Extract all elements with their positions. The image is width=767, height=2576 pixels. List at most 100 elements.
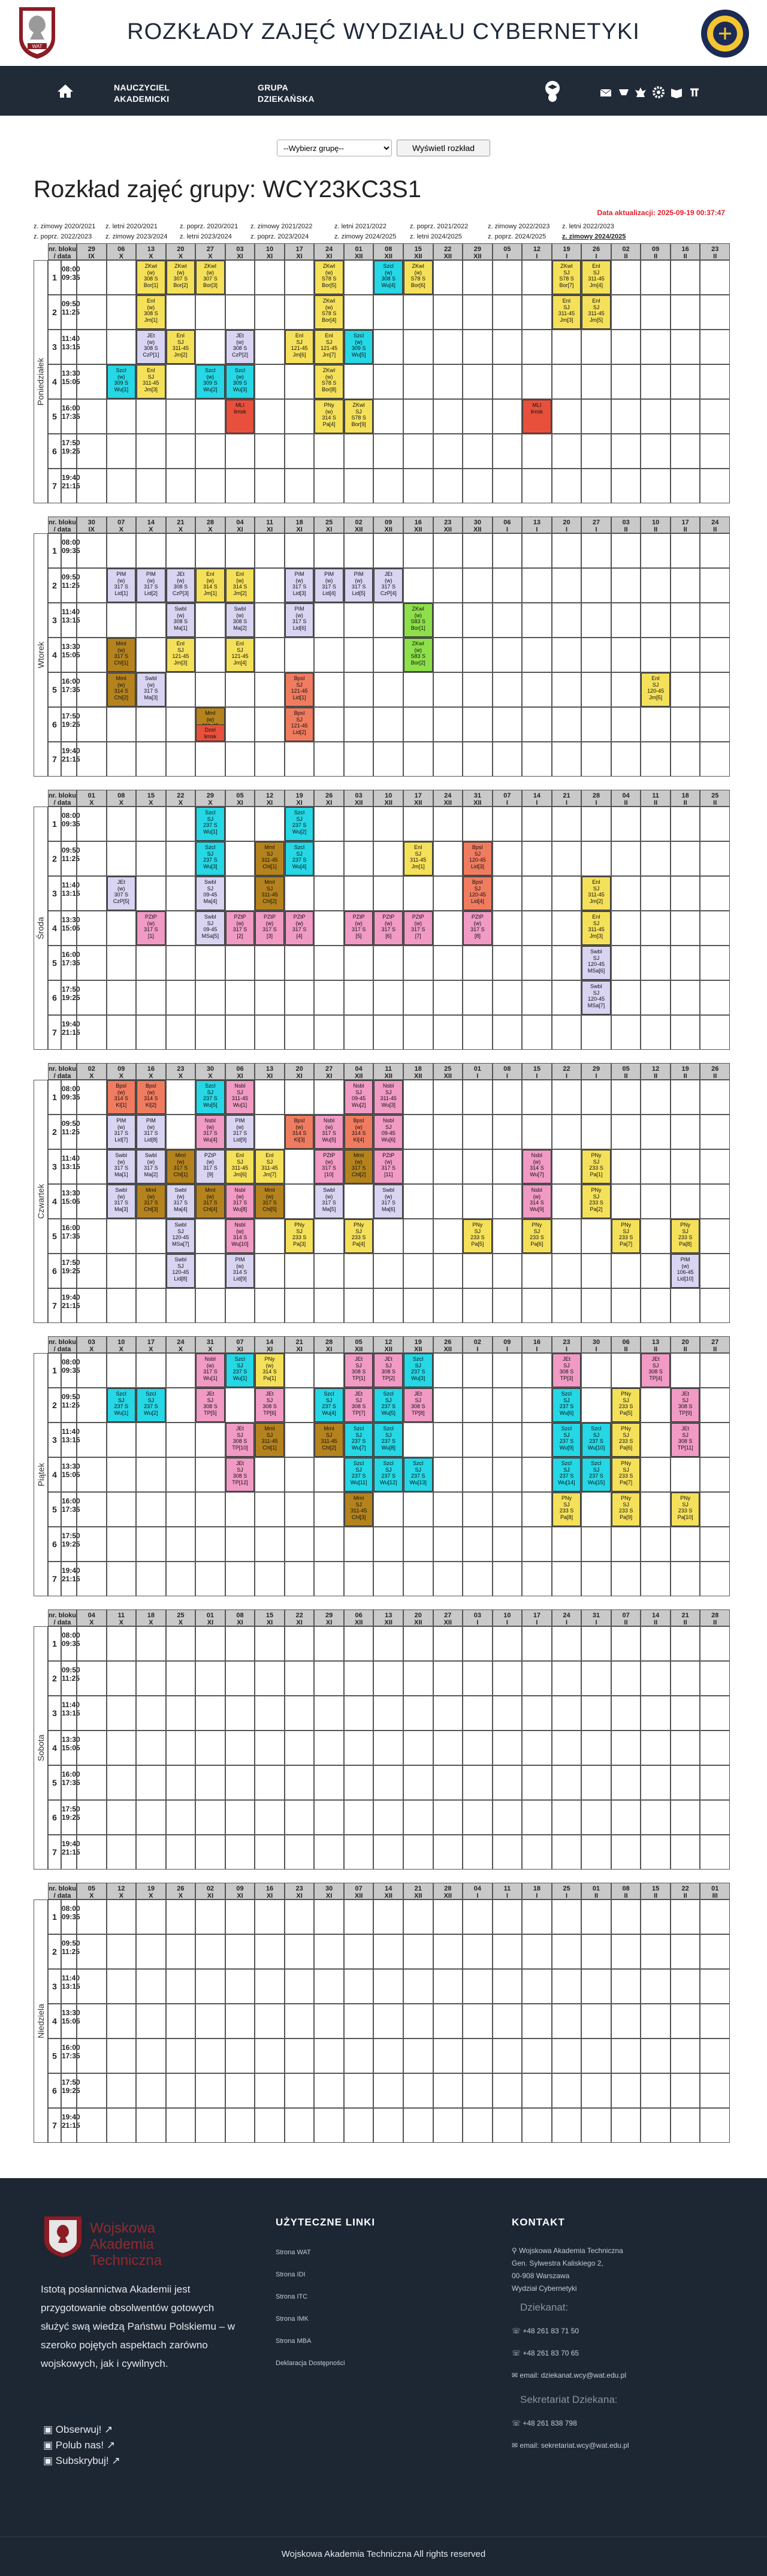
- class-entry[interactable]: MLI limsk: [523, 400, 551, 433]
- schedule-cell[interactable]: [255, 1219, 285, 1254]
- schedule-cell[interactable]: [225, 876, 255, 911]
- class-entry[interactable]: PNy SJ 233 S Pa[5]: [611, 1388, 641, 1422]
- schedule-cell[interactable]: [106, 1899, 137, 1934]
- schedule-cell[interactable]: [492, 1080, 523, 1115]
- class-entry[interactable]: JEt SJ 308 S TP[11]: [671, 1423, 700, 1457]
- class-entry[interactable]: NsbI (w) 314 S Wu[9]: [523, 1185, 551, 1218]
- schedule-cell[interactable]: [77, 1015, 107, 1050]
- schedule-cell[interactable]: [403, 1219, 433, 1254]
- schedule-cell[interactable]: [165, 1899, 196, 1934]
- schedule-cell[interactable]: [165, 295, 196, 330]
- schedule-cell[interactable]: [255, 876, 285, 911]
- schedule-cell[interactable]: [551, 295, 582, 330]
- schedule-cell[interactable]: [284, 1492, 315, 1527]
- class-entry[interactable]: PZtP (w) 317 S [1]: [137, 911, 165, 945]
- schedule-cell[interactable]: [551, 1457, 582, 1492]
- schedule-cell[interactable]: [670, 1457, 700, 1492]
- schedule-cell[interactable]: [403, 1254, 433, 1288]
- schedule-cell[interactable]: [343, 1288, 374, 1323]
- schedule-cell[interactable]: [522, 946, 552, 980]
- schedule-cell[interactable]: [641, 1388, 671, 1423]
- schedule-cell[interactable]: [195, 1800, 225, 1835]
- schedule-cell[interactable]: [581, 876, 611, 911]
- schedule-cell[interactable]: [165, 1835, 196, 1870]
- schedule-cell[interactable]: [343, 1661, 374, 1696]
- semester-link[interactable]: z. zimowy 2024/2025: [334, 233, 397, 240]
- schedule-cell[interactable]: [165, 330, 196, 364]
- schedule-cell[interactable]: [314, 364, 344, 399]
- schedule-cell[interactable]: [343, 1115, 374, 1149]
- schedule-cell[interactable]: [106, 876, 137, 911]
- schedule-cell[interactable]: [403, 533, 433, 568]
- sekretariat-contact[interactable]: ✉ email: sekretariat.wcy@wat.edu.pl: [512, 2441, 629, 2450]
- class-entry[interactable]: MmI SJ 311-45 Chl[2]: [255, 877, 284, 910]
- schedule-cell[interactable]: [165, 1800, 196, 1835]
- schedule-cell[interactable]: [463, 1015, 493, 1050]
- schedule-cell[interactable]: [314, 399, 344, 434]
- schedule-cell[interactable]: [611, 1835, 641, 1870]
- schedule-cell[interactable]: [373, 1219, 403, 1254]
- class-entry[interactable]: NsbI SJ 09-45 Wu[2]: [344, 1080, 373, 1114]
- schedule-cell[interactable]: [225, 841, 255, 876]
- class-entry[interactable]: BpsI SJ 120-45 Lid[4]: [463, 877, 492, 910]
- footer-link[interactable]: Deklaracja Dostępności: [276, 2360, 345, 2367]
- schedule-cell[interactable]: [284, 1731, 315, 1765]
- schedule-cell[interactable]: [284, 533, 315, 568]
- schedule-cell[interactable]: [255, 295, 285, 330]
- class-entry[interactable]: SzcI (w) 309 S Wu[1]: [107, 365, 136, 398]
- schedule-cell[interactable]: [106, 1080, 137, 1115]
- class-entry[interactable]: ZKwI (w) S83 S Bor[1]: [404, 603, 433, 637]
- schedule-cell[interactable]: [343, 1184, 374, 1219]
- schedule-cell[interactable]: [195, 2004, 225, 2039]
- schedule-cell[interactable]: [700, 946, 730, 980]
- schedule-cell[interactable]: [433, 707, 463, 742]
- class-entry[interactable]: PIM (w) 317 S Lid[9]: [225, 1115, 255, 1149]
- class-entry[interactable]: SzcI SJ 237 S Wu[3]: [196, 842, 225, 875]
- schedule-cell[interactable]: [611, 1219, 641, 1254]
- schedule-cell[interactable]: [165, 980, 196, 1015]
- schedule-cell[interactable]: [551, 742, 582, 777]
- schedule-cell[interactable]: [77, 672, 107, 707]
- schedule-cell[interactable]: [611, 807, 641, 841]
- schedule-cell[interactable]: [641, 260, 671, 295]
- schedule-cell[interactable]: [343, 330, 374, 364]
- schedule-cell[interactable]: [373, 1080, 403, 1115]
- schedule-cell[interactable]: [670, 1899, 700, 1934]
- schedule-cell[interactable]: [136, 1115, 166, 1149]
- schedule-cell[interactable]: [136, 1934, 166, 1969]
- schedule-cell[interactable]: [106, 1288, 137, 1323]
- schedule-cell[interactable]: [670, 841, 700, 876]
- schedule-cell[interactable]: [314, 1353, 344, 1388]
- class-entry[interactable]: SzcI SJ 237 S Wu[15]: [582, 1458, 611, 1491]
- schedule-cell[interactable]: [522, 1899, 552, 1934]
- schedule-cell[interactable]: [77, 1115, 107, 1149]
- schedule-cell[interactable]: [77, 330, 107, 364]
- schedule-cell[interactable]: [314, 707, 344, 742]
- class-entry[interactable]: SzcI SJ 237 S Wu[13]: [404, 1458, 433, 1491]
- schedule-cell[interactable]: [433, 1015, 463, 1050]
- schedule-cell[interactable]: [551, 1731, 582, 1765]
- schedule-cell[interactable]: [136, 1969, 166, 2004]
- schedule-cell[interactable]: [700, 1080, 730, 1115]
- class-entry[interactable]: ZKwI (w) S78 S Bor[5]: [315, 261, 343, 294]
- schedule-cell[interactable]: [284, 2039, 315, 2073]
- schedule-cell[interactable]: [373, 638, 403, 672]
- schedule-cell[interactable]: [343, 980, 374, 1015]
- class-entry[interactable]: ZKwI (w) 308 S Bor[1]: [137, 261, 165, 294]
- schedule-cell[interactable]: [522, 672, 552, 707]
- schedule-cell[interactable]: [403, 1492, 433, 1527]
- schedule-cell[interactable]: [492, 1661, 523, 1696]
- schedule-cell[interactable]: [284, 1115, 315, 1149]
- schedule-cell[interactable]: [284, 330, 315, 364]
- schedule-cell[interactable]: [641, 672, 671, 707]
- class-entry[interactable]: NsbI (w) 317 S Wu[8]: [225, 1185, 255, 1218]
- schedule-cell[interactable]: [522, 807, 552, 841]
- schedule-cell[interactable]: [255, 2004, 285, 2039]
- schedule-cell[interactable]: [136, 1080, 166, 1115]
- schedule-cell[interactable]: [255, 638, 285, 672]
- schedule-cell[interactable]: [195, 568, 225, 603]
- social-facebook[interactable]: ▣ Polub nas! ↗: [43, 2439, 116, 2451]
- schedule-cell[interactable]: [343, 568, 374, 603]
- pi-icon[interactable]: [688, 86, 701, 99]
- schedule-cell[interactable]: [670, 946, 700, 980]
